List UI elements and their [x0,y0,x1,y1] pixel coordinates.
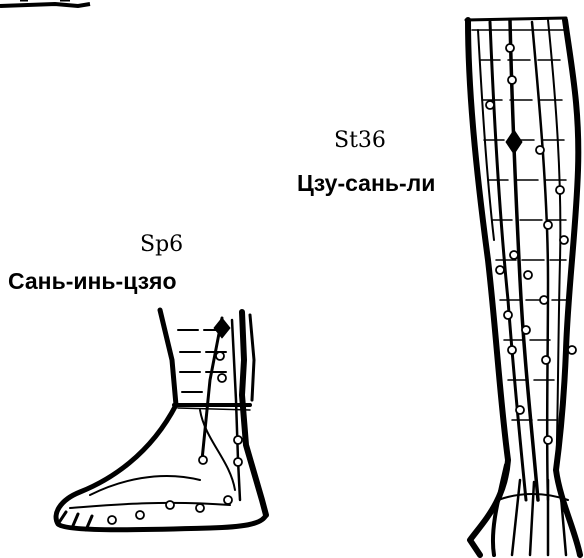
sp6-name-label: Сань-инь-цзяо [8,268,177,295]
sp6-code-label: Sp6 [140,232,183,257]
st36-name-label: Цзу-сань-ли [297,170,437,197]
foot-illustration [56,310,266,530]
st36-marker [506,130,522,154]
st36-code-label: St36 [334,128,386,153]
sp6-marker [214,318,230,338]
cropped-fragment [0,0,90,6]
leg-illustration [466,18,580,555]
